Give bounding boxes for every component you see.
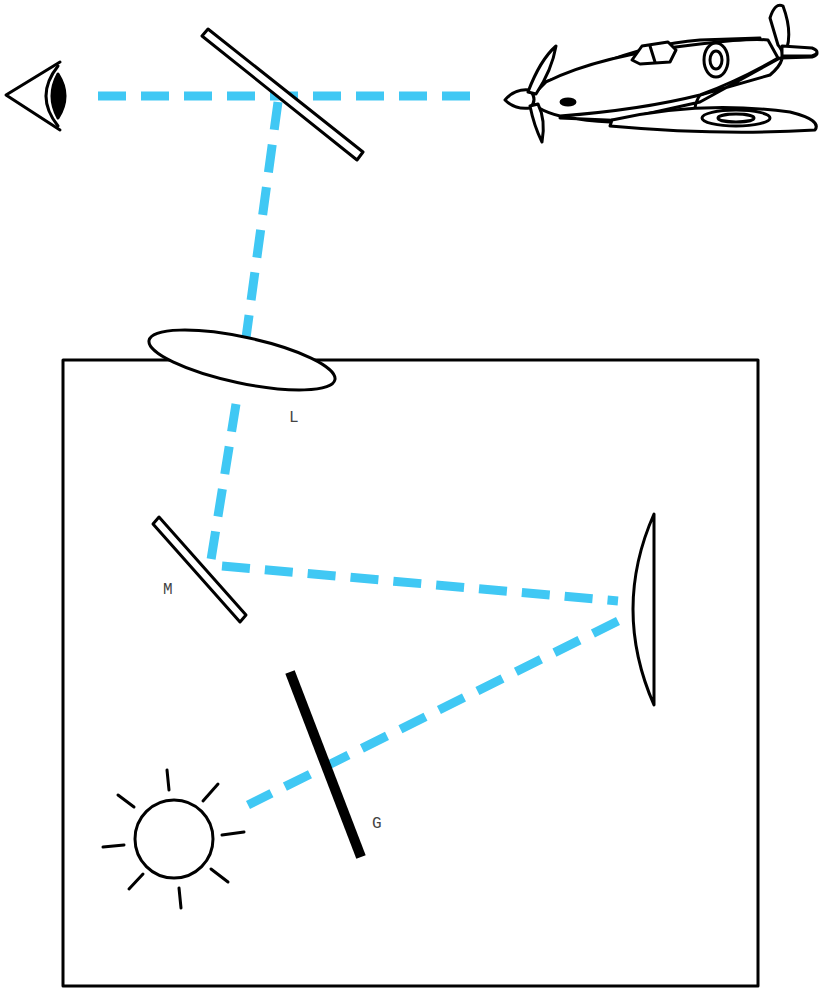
flat-mirror (153, 517, 246, 622)
housing (63, 360, 758, 986)
graticule-label: G (372, 816, 382, 832)
aircraft (505, 5, 817, 142)
graticule (290, 672, 361, 857)
lens (144, 318, 339, 402)
combiner-glass (202, 29, 363, 160)
curved-mirror (633, 514, 654, 705)
mirror-label: M (163, 582, 173, 598)
lamp (103, 770, 244, 908)
light-path (98, 96, 618, 805)
lens-label: L (289, 410, 299, 426)
eye (6, 62, 65, 130)
